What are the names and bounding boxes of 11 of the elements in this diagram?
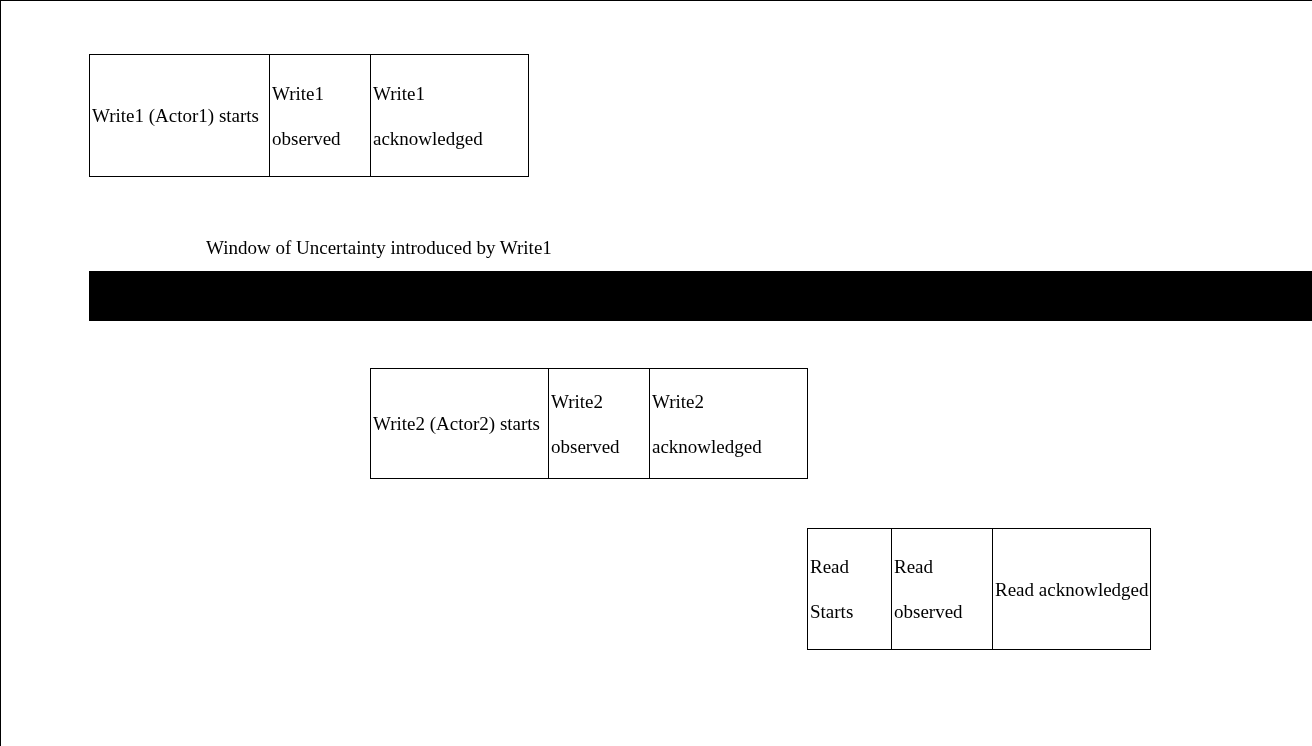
event-cell: Read Starts [807,528,892,650]
event-cell: Write1 acknowledged [370,54,529,177]
window-heading: Window of Uncertainty introduced by Write1 [206,237,552,259]
event-cell: Write2 acknowledged [649,368,808,479]
event-cell: Write1 observed [269,54,371,177]
uncertainty-window-bar [89,271,1312,321]
event-cell: Write2 observed [548,368,650,479]
event-cell: Write1 (Actor1) starts [89,54,270,177]
event-cell: Read acknowledged [992,528,1151,650]
event-cell: Write2 (Actor2) starts [370,368,549,479]
event-cell: Read observed [891,528,993,650]
